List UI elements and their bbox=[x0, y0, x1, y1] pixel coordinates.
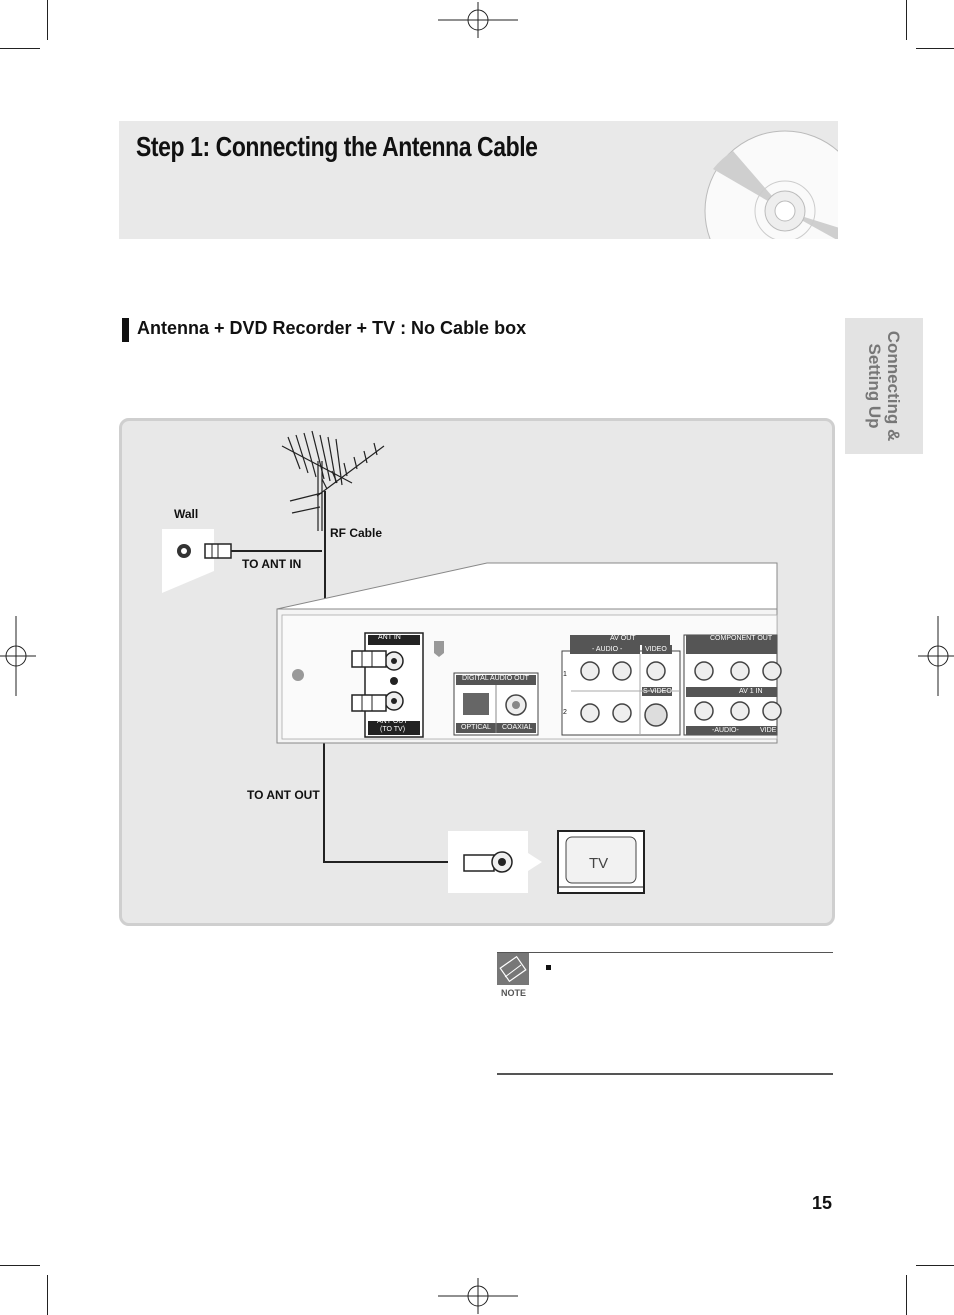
crop-mark bbox=[916, 1265, 954, 1266]
label-coaxial: COAXIAL bbox=[502, 724, 533, 731]
crop-mark bbox=[47, 0, 48, 40]
label-component-out: COMPONENT OUT bbox=[710, 635, 773, 642]
label-to-tv: (TO TV) bbox=[380, 726, 406, 733]
label-audio: - AUDIO - bbox=[592, 646, 623, 653]
antenna-icon bbox=[281, 430, 385, 531]
crop-mark bbox=[0, 48, 40, 49]
registration-mark-top bbox=[438, 2, 518, 38]
diagram-graphics bbox=[162, 430, 782, 894]
chapter-tab: Connecting & Setting Up bbox=[845, 318, 923, 454]
crop-mark bbox=[906, 0, 907, 40]
chapter-tab-line1: Connecting & bbox=[884, 330, 903, 442]
crop-mark bbox=[0, 1265, 40, 1266]
label-digital-audio-out: DIGITAL AUDIO OUT bbox=[462, 675, 529, 682]
note-divider-bottom bbox=[497, 1073, 833, 1075]
disc-icon bbox=[704, 130, 838, 239]
registration-mark-left bbox=[0, 616, 36, 696]
wall-outlet-icon bbox=[162, 529, 232, 593]
section-marker bbox=[122, 318, 129, 342]
label-av1-in: AV 1 IN bbox=[739, 688, 763, 695]
label-optical: OPTICAL bbox=[461, 724, 491, 731]
label-video-in: VIDE bbox=[760, 727, 777, 734]
crop-mark bbox=[47, 1275, 48, 1315]
label-audio-in: -AUDIO- bbox=[712, 727, 739, 734]
label-to-ant-in: TO ANT IN bbox=[242, 557, 302, 571]
note-pencil-icon bbox=[497, 953, 529, 985]
label-ant-out: ANT OUT bbox=[377, 718, 408, 725]
label-row-2: 2 bbox=[563, 709, 567, 716]
tv-icon bbox=[557, 830, 645, 894]
label-rf-cable: RF Cable bbox=[330, 526, 383, 540]
dvd-recorder-rear-panel bbox=[276, 562, 782, 744]
registration-mark-bottom bbox=[438, 1278, 518, 1314]
label-row-1: 1 bbox=[563, 671, 567, 678]
label-s-video: S-VIDEO bbox=[643, 688, 672, 695]
registration-mark-right bbox=[918, 616, 954, 696]
note-bullet bbox=[546, 965, 551, 970]
chapter-tab-label: Connecting & Setting Up bbox=[865, 331, 903, 442]
crop-mark bbox=[906, 1275, 907, 1315]
crop-mark bbox=[916, 48, 954, 49]
label-video: VIDEO bbox=[645, 646, 667, 653]
note-label: NOTE bbox=[500, 988, 526, 998]
page-number: 15 bbox=[812, 1193, 833, 1213]
label-av-out: AV OUT bbox=[610, 635, 636, 642]
label-wall: Wall bbox=[174, 507, 199, 521]
label-to-ant-out: TO ANT OUT bbox=[247, 788, 320, 802]
title-band: Step 1: Connecting the Antenna Cable bbox=[119, 121, 838, 239]
page-title: Step 1: Connecting the Antenna Cable bbox=[136, 131, 538, 162]
label-tv: TV bbox=[589, 855, 609, 872]
label-ant-in: ANT IN bbox=[378, 634, 401, 641]
note-divider-top bbox=[497, 952, 833, 953]
chapter-tab-line2: Setting Up bbox=[865, 343, 884, 429]
tv-connector-icon bbox=[448, 831, 542, 893]
connection-diagram: Wall RF Cable TO ANT IN TO ANT OUT TV AN… bbox=[119, 418, 835, 926]
section-title: Antenna + DVD Recorder + TV : No Cable b… bbox=[137, 318, 527, 338]
